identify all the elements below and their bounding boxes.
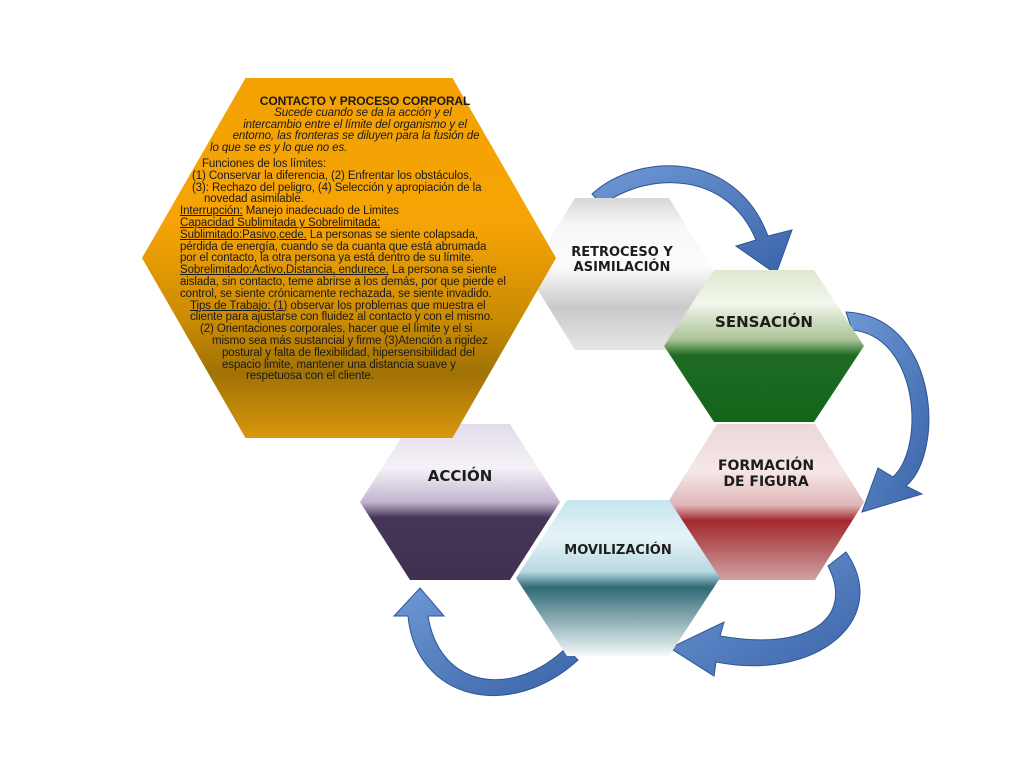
tips-detail: espacio limite, mantener una distancia s… bbox=[222, 358, 456, 371]
funciones-line: (1) Conservar la diferencia, (2) Enfrent… bbox=[192, 169, 472, 182]
contacto-text-block: CONTACTO Y PROCESO CORPORAL Sucede cuand… bbox=[180, 94, 520, 383]
arrow-formacion-to-movilizacion bbox=[668, 551, 861, 677]
formacion-label: FORMACIÓN DE FIGURA bbox=[717, 458, 815, 491]
hex-contacto-proceso-corporal bbox=[142, 78, 556, 438]
sobrelimitado-detail: aislada, sin contacto, teme abrirse a lo… bbox=[180, 275, 506, 288]
sobrelimitado-text: La persona se siente bbox=[388, 264, 497, 277]
intro-line: entorno, las fronteras se diluyen para l… bbox=[232, 130, 480, 143]
sobrelimitado-label: Sobrelimitado:Activo,Distancia, endurece… bbox=[180, 264, 389, 277]
sublimitado-detail: por el contacto, la otra persona ya está… bbox=[180, 252, 474, 265]
sobrelimitado-detail: control, se siente crónicamente rechazad… bbox=[180, 287, 492, 300]
tips-detail: respetuosa con el cliente. bbox=[246, 370, 374, 383]
interrupcion-label: Interrupción: bbox=[180, 205, 243, 218]
intro-line: Sucede cuando se da la acción y el bbox=[274, 106, 452, 119]
interrupcion-text: Manejo inadecuado de Limites bbox=[242, 205, 399, 218]
accion-label: ACCIÓN bbox=[427, 467, 493, 485]
funciones-line: novedad asimilable. bbox=[204, 193, 304, 206]
intro-line: lo que se es y lo que no es. bbox=[210, 142, 348, 155]
tips-detail: (2) Orientaciones corporales, hacer que … bbox=[200, 323, 473, 336]
funciones-line: (3): Rechazo del peligro, (4) Selección … bbox=[192, 181, 482, 194]
tips-label: Tips de Trabajo: (1) bbox=[190, 299, 288, 312]
tips-detail: postural y falta de flexibilidad, hipers… bbox=[222, 346, 475, 359]
main-title: CONTACTO Y PROCESO CORPORAL bbox=[259, 94, 471, 108]
sublimitado-detail: pérdida de energía, cuando se da cuanta … bbox=[180, 240, 487, 253]
hex-formacion-figura: FORMACIÓN DE FIGURA bbox=[668, 424, 864, 580]
tips-line: Tips de Trabajo: (1) observar los proble… bbox=[190, 299, 520, 313]
sublimitado-text: La personas se siente colapsada, bbox=[306, 228, 478, 241]
sensacion-label: SENSACIÓN bbox=[715, 313, 813, 331]
tips-detail: cliente para ajustarse con fluidez al co… bbox=[190, 311, 494, 324]
sublimitado-line: Sublimitado:Pasivo,cede. La personas se … bbox=[180, 228, 520, 242]
arrow-movilizacion-to-accion bbox=[392, 587, 579, 696]
tips-text: observar los problemas que muestra el bbox=[287, 299, 486, 312]
movilizacion-label: MOVILIZACIÓN bbox=[564, 543, 672, 558]
funciones-heading: Funciones de los límites: bbox=[202, 157, 327, 170]
sobrelimitado-line: Sobrelimitado:Activo,Distancia, endurece… bbox=[180, 264, 520, 277]
intro-line: intercambio entre el límite del organism… bbox=[243, 118, 467, 131]
interrupcion-line: Interrupción: Manejo inadecuado de Limit… bbox=[180, 205, 520, 218]
capacidad-heading: Capacidad Sublimitada y Sobrelimitada: bbox=[180, 216, 381, 229]
sublimitado-label: Sublimitado:Pasivo,cede. bbox=[180, 228, 307, 241]
hex-movilizacion: MOVILIZACIÓN bbox=[516, 500, 720, 656]
arrow-sensacion-to-formacion bbox=[845, 311, 930, 513]
retroceso-label: RETROCESO Y ASIMILACIÓN bbox=[571, 245, 673, 275]
tips-detail: mismo sea más sustancial y firme (3)Aten… bbox=[212, 334, 488, 347]
